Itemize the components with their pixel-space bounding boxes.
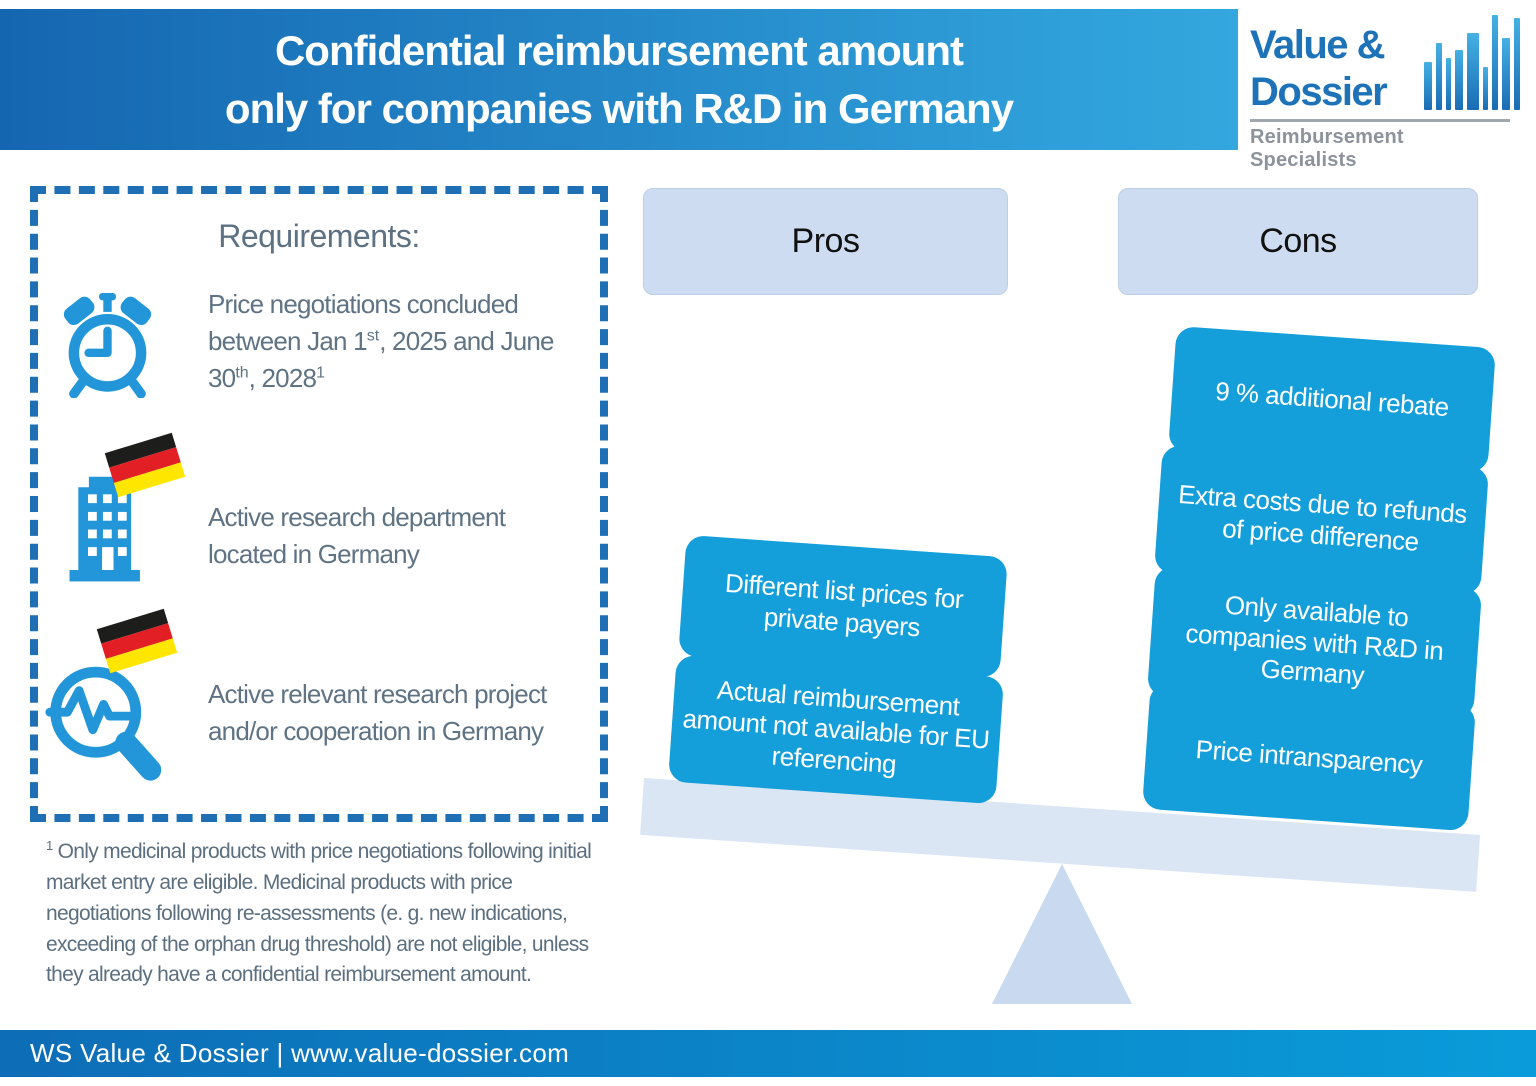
- logo-tagline: Reimbursement Specialists: [1250, 126, 1404, 171]
- footer-bar: WS Value & Dossier | www.value-dossier.c…: [0, 1030, 1536, 1077]
- page-title-line1: Confidential reimbursement amount: [274, 27, 964, 74]
- cons-box-intransparency: Price intransparency: [1142, 682, 1476, 832]
- requirement-item-dates-text: Price negotiations concluded between Jan…: [208, 289, 519, 356]
- footnote-text: Only medicinal products with price negot…: [46, 840, 592, 987]
- page-title: Confidential reimbursement amount only f…: [0, 9, 1238, 138]
- footnote: 1 Only medicinal products with price neg…: [46, 836, 606, 991]
- office-building-icon: [69, 476, 140, 582]
- page-title-line2: only for companies with R&D in Germany: [224, 85, 1014, 132]
- logo-wordmark-line1: Value &: [1250, 23, 1386, 67]
- pros-box-eu-referencing: Actual reimbursement amount not availabl…: [667, 654, 1005, 805]
- requirements-panel: Requirements: Price negotiations conclud…: [30, 186, 608, 822]
- requirements-heading: Requirements:: [218, 218, 420, 254]
- seesaw-fulcrum-triangle: [992, 864, 1132, 1004]
- research-magnifier-icon: [45, 666, 162, 781]
- footnote-marker: 1: [46, 838, 53, 853]
- requirement-item-dates-text2: , 2025 and June 30: [208, 325, 554, 393]
- requirement-item-dates-text3: , 2028: [248, 362, 317, 393]
- alarm-clock-icon: [63, 293, 152, 398]
- pros-header: Pros: [643, 188, 1008, 295]
- logo-divider: [1250, 119, 1510, 122]
- cons-header: Cons: [1118, 188, 1478, 295]
- logo-bars-icon: [1424, 12, 1522, 110]
- logo-wordmark-line2: Dossier: [1250, 70, 1388, 114]
- requirement-item-department: Active research department located in Ge…: [208, 502, 506, 569]
- footer-text: WS Value & Dossier | www.value-dossier.c…: [30, 1038, 570, 1068]
- pros-box-list-prices: Different list prices for private payers: [678, 534, 1008, 679]
- footnote-marker-ref: 1: [316, 364, 326, 382]
- header-bar: Confidential reimbursement amount only f…: [0, 9, 1238, 150]
- superscript-th: th: [235, 364, 249, 382]
- logo-wordmark: Value & Dossier: [1250, 22, 1388, 116]
- superscript-st: st: [366, 327, 380, 345]
- requirement-item-dates: Price negotiations concluded between Jan…: [208, 286, 566, 397]
- german-flag-icon: [104, 432, 186, 498]
- requirement-item-project: Active relevant research project and/or …: [208, 679, 547, 746]
